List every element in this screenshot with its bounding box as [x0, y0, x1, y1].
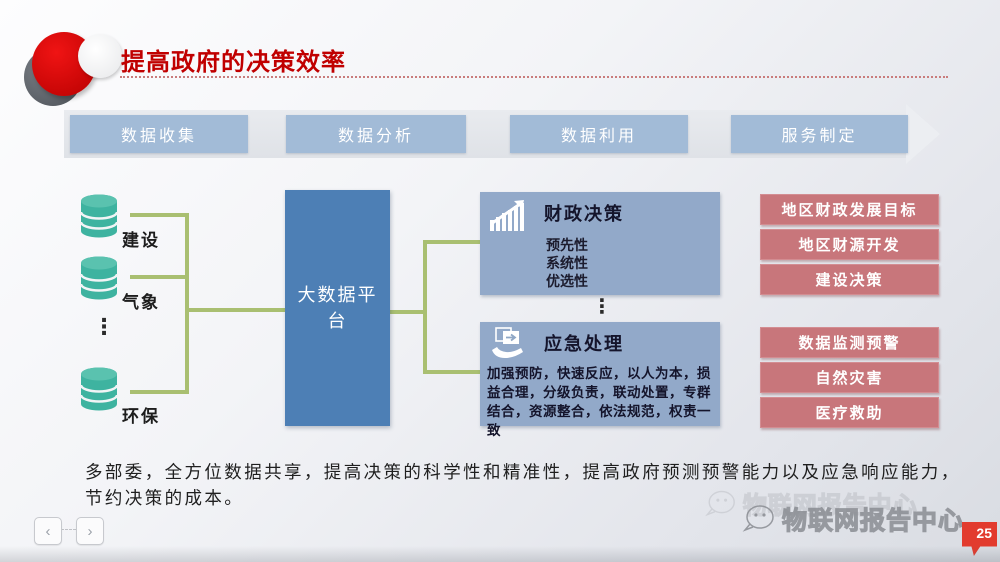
connector-right-bracket: [423, 240, 427, 374]
nav-connector: [61, 529, 76, 530]
sources-ellipsis: ⋮: [93, 314, 115, 339]
source-label-environment: 环保: [122, 407, 160, 426]
page-number: 25: [976, 525, 992, 541]
chevron-right-icon: ›: [87, 522, 93, 540]
emergency-panel-title: 应急处理: [544, 334, 624, 354]
decision-panel-title: 财政决策: [544, 204, 624, 224]
connector-to-decision: [423, 240, 480, 244]
outcome-data-monitoring: 数据监测预警: [760, 327, 939, 358]
title-dotted-rule: [120, 76, 948, 78]
decision-item: 系统性: [546, 255, 588, 271]
connector-source3: [130, 390, 187, 394]
connector-from-platform: [390, 310, 425, 314]
bar-chart-rising-arrow-icon: [488, 198, 530, 234]
outcome-revenue-development: 地区财源开发: [760, 229, 939, 260]
watermark-text: 物联网报告中心: [781, 506, 965, 535]
logo-white-circle: [78, 34, 122, 78]
source-label-construction: 建设: [122, 231, 160, 250]
hand-delivery-document-icon: [488, 326, 530, 362]
emergency-handling-panel: 应急处理 加强预防，快速反应，以人为本，损益合理，分级负责，联动处置，专群结合，…: [480, 322, 720, 438]
connector-source2: [130, 275, 187, 279]
source-label-weather: 气象: [122, 293, 160, 312]
bottom-shadow: [0, 546, 1000, 562]
connector-to-platform: [185, 308, 285, 312]
emergency-panel-body: 加强预防，快速反应，以人为本，损益合理，分级负责，联动处置，专群结合，资源整合，…: [487, 366, 711, 438]
connector-to-emergency: [423, 370, 480, 374]
fiscal-decision-panel: 财政决策 预先性 系统性 优选性: [480, 192, 720, 295]
chat-bubble-logo: [705, 490, 735, 517]
chat-bubble-logo: [742, 505, 774, 532]
watermark-text: 物联网报告中心: [742, 492, 918, 520]
nav-next-button[interactable]: ›: [76, 517, 104, 545]
platform-label: 大数据平台: [297, 284, 378, 331]
summary-text: 多部委，全方位数据共享，提高决策的科学性和精准性，提高政府预测预警能力以及应急响…: [85, 462, 961, 508]
nav-previous-button[interactable]: ‹: [34, 517, 62, 545]
process-step-service: 服务制定: [731, 115, 908, 153]
process-band-arrow-tip: [906, 104, 940, 164]
connector-source-trunk: [185, 213, 189, 394]
panels-ellipsis: ⋮: [592, 296, 612, 318]
watermark-echo: 物联网报告中心: [704, 487, 917, 522]
database-icon: [78, 254, 120, 302]
slide-logo: [18, 24, 128, 106]
page-title: 提高政府的决策效率: [121, 49, 346, 76]
big-data-platform-box: 大数据平台: [285, 190, 390, 426]
outcome-medical-rescue: 医疗救助: [760, 397, 939, 428]
watermark: 物联网报告中心: [742, 501, 964, 537]
connector-source1: [130, 213, 187, 217]
database-icon: [78, 365, 120, 413]
chevron-left-icon: ‹: [45, 522, 51, 540]
outcome-regional-fiscal-goal: 地区财政发展目标: [760, 194, 939, 225]
process-step-collect: 数据收集: [70, 115, 248, 153]
decision-panel-items: 预先性 系统性 优选性: [546, 236, 588, 290]
decision-item: 优选性: [546, 273, 588, 289]
decision-item: 预先性: [546, 237, 588, 253]
process-step-analyze: 数据分析: [286, 115, 466, 153]
database-icon: [78, 192, 120, 240]
outcome-construction-decision: 建设决策: [760, 264, 939, 295]
outcome-natural-disaster: 自然灾害: [760, 362, 939, 393]
process-step-use: 数据利用: [510, 115, 688, 153]
